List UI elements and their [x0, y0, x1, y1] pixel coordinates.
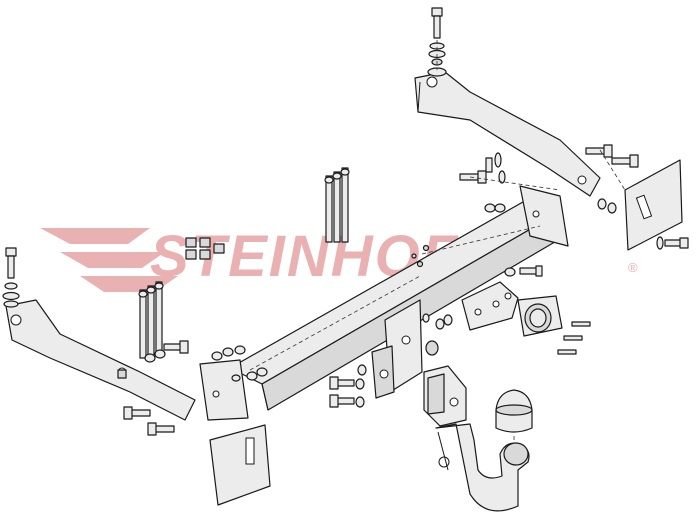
- bolt: [147, 422, 175, 436]
- right-side-bracket: [414, 71, 601, 197]
- bolt: [329, 376, 355, 390]
- left-bolts: [117, 340, 189, 436]
- bolt: [123, 406, 151, 420]
- watermark-registered-mark: ®: [628, 260, 638, 275]
- left-bottom-plate: [209, 424, 271, 506]
- beam-fixings: [211, 244, 453, 408]
- bolt: [585, 144, 613, 158]
- right-side-plate: [624, 159, 683, 251]
- bolt: [656, 236, 689, 250]
- bolt: [611, 154, 639, 168]
- socket-bracket: [461, 281, 519, 331]
- tow-ball-cap-icon: [495, 389, 533, 433]
- right-bolts: [459, 144, 689, 250]
- hanging-straps-upper: [324, 167, 350, 243]
- tow-ball-receiver: [423, 365, 467, 427]
- left-bracket-top-bolt: [2, 247, 20, 308]
- electrical-socket-icon: [517, 295, 563, 337]
- bolt: [163, 340, 189, 354]
- bolt: [485, 152, 502, 173]
- center-mount-bracket: [371, 299, 423, 399]
- left-side-bracket: [5, 299, 196, 421]
- socket-screws: [504, 265, 591, 355]
- right-bracket-top-bolt: [427, 7, 447, 77]
- hanging-straps-lower: [138, 281, 166, 363]
- bolt: [329, 394, 355, 408]
- steinhof-logo-icon: [40, 228, 178, 292]
- tow-ball-neck: [435, 423, 530, 512]
- spacer-squares: [185, 237, 225, 260]
